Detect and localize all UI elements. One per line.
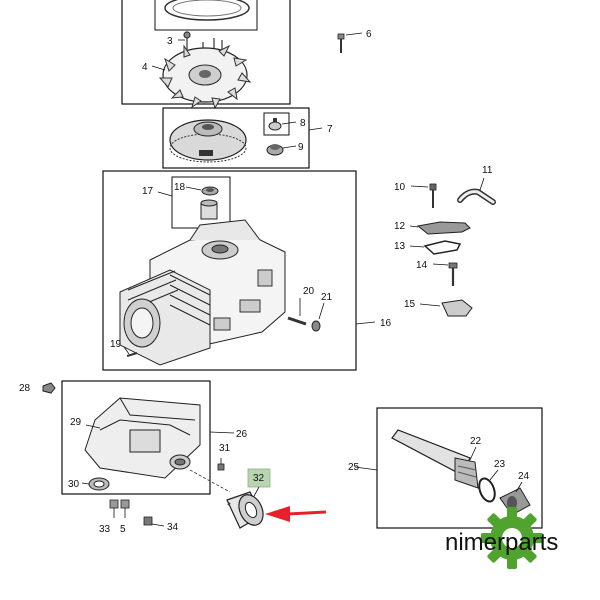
oil-filter-32[interactable] <box>226 491 268 529</box>
bolt-14 <box>432 262 458 286</box>
screw-31 <box>217 458 225 471</box>
bearing-18 <box>201 186 219 196</box>
callout-12: 12 <box>394 221 406 232</box>
callout-26: 26 <box>236 429 248 440</box>
red-arrow-icon <box>265 506 327 522</box>
callout-32: 32 <box>253 473 265 484</box>
oil-pan <box>84 397 201 479</box>
callout-labels: 3 4 5 6 7 8 9 10 11 12 13 14 15 16 17 18… <box>19 29 530 535</box>
callout-20: 20 <box>303 286 315 297</box>
pin-20 <box>287 316 307 326</box>
callout-19: 19 <box>110 339 122 350</box>
bracket-12 <box>409 221 471 235</box>
engine-block-box <box>102 170 376 371</box>
callout-29: 29 <box>70 417 82 428</box>
fan-assembly-box <box>121 0 291 110</box>
gasket-13 <box>409 240 462 255</box>
callout-28: 28 <box>19 383 31 394</box>
nut-9 <box>266 144 284 156</box>
plate-15 <box>419 299 473 317</box>
callout-14: 14 <box>416 260 428 271</box>
callout-31: 31 <box>219 443 231 454</box>
callout-17: 17 <box>142 186 154 197</box>
callout-33: 33 <box>99 524 111 535</box>
bushing-21 <box>311 320 321 332</box>
callout-18: 18 <box>174 182 186 193</box>
bushing-17 <box>200 199 218 220</box>
bolt-6 <box>337 32 363 53</box>
callout-3: 3 <box>167 36 173 47</box>
dowel-19 <box>126 352 138 357</box>
callout-25: 25 <box>348 462 360 473</box>
bolt-3 <box>183 31 191 52</box>
bolt-10 <box>410 183 437 208</box>
key-8 <box>268 118 282 131</box>
callout-16: 16 <box>380 318 392 329</box>
callout-7: 7 <box>327 124 333 135</box>
gear-logo-icon <box>481 507 543 569</box>
callout-5: 5 <box>120 524 126 535</box>
callout-22: 22 <box>470 436 482 447</box>
callout-10: 10 <box>394 182 406 193</box>
bolt-34 <box>143 516 165 527</box>
callout-11: 11 <box>482 165 493 176</box>
cylinder <box>119 269 211 366</box>
callout-34: 34 <box>167 522 179 533</box>
tube-22 <box>391 429 479 489</box>
base-box <box>61 380 235 495</box>
fitting-33 <box>109 499 119 518</box>
callout-8: 8 <box>300 118 306 129</box>
seal-30 <box>81 477 110 491</box>
brand-name: nimerparts <box>445 529 558 556</box>
callout-9: 9 <box>298 142 304 153</box>
callout-21: 21 <box>321 292 333 303</box>
callout-4: 4 <box>142 62 148 73</box>
callout-15: 15 <box>404 299 416 310</box>
cooling-fan <box>158 44 252 110</box>
o-ring-23 <box>478 477 496 503</box>
callout-30: 30 <box>68 479 80 490</box>
flywheel <box>169 119 247 163</box>
callout-23: 23 <box>494 459 506 470</box>
nut-28 <box>42 382 56 394</box>
callout-13: 13 <box>394 241 406 252</box>
flywheel-box <box>162 107 323 169</box>
plug-5 <box>120 499 130 518</box>
callout-24: 24 <box>518 471 530 482</box>
tube-11 <box>457 177 496 205</box>
callout-6: 6 <box>366 29 372 40</box>
